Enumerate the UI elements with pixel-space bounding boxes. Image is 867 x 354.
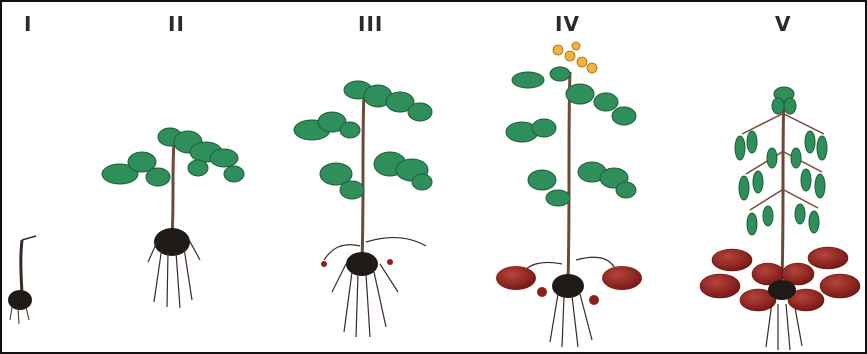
tuber-icon [496,266,536,290]
tuber-icon [820,274,860,298]
stage-3-plant [294,81,432,337]
tuber-icon [602,266,642,290]
stage-1-plant [8,236,36,324]
tuber-icon [712,249,752,271]
stage-4-plant [496,42,642,347]
tuber-icon [700,274,740,298]
stage-2-plant [102,128,244,308]
tuber-icon [808,247,848,269]
stage-5-plant [700,87,860,350]
